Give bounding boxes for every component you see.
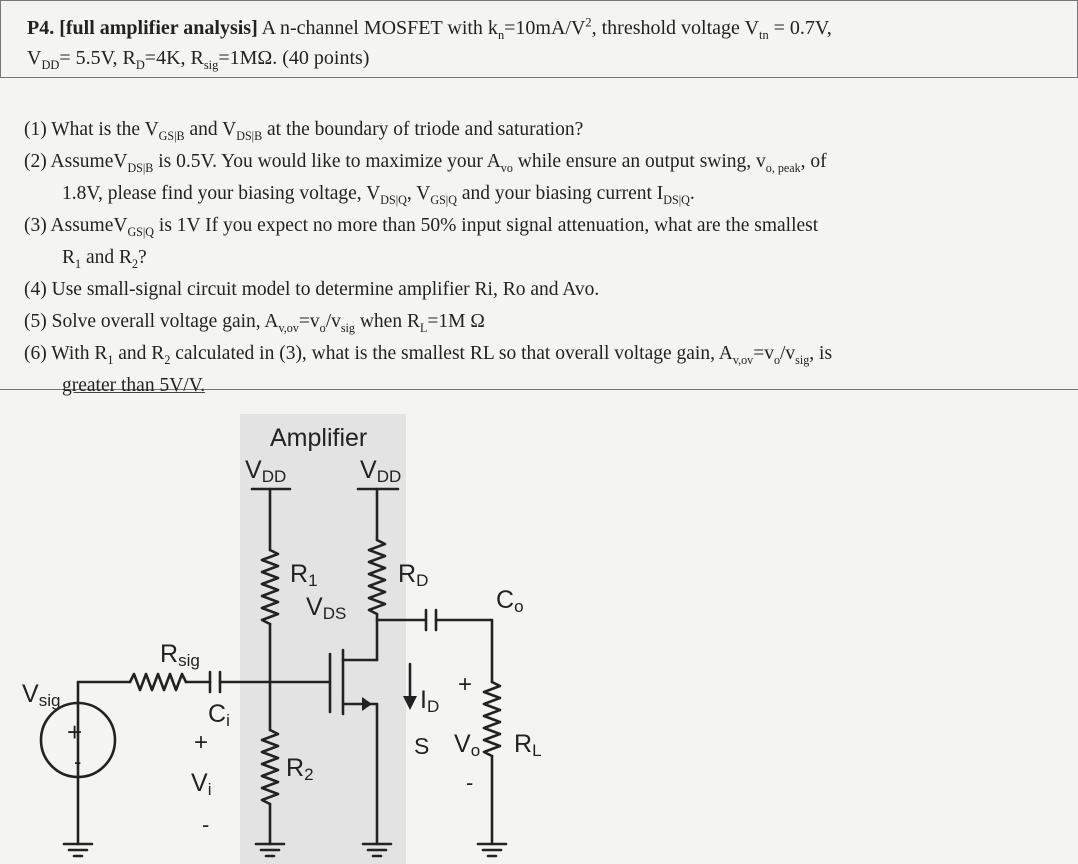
rd-resistor (367, 538, 387, 616)
amplifier-circuit-diagram: Amplifier (22, 414, 542, 864)
ci-label: Ci (208, 700, 230, 730)
question-3-continued: R1 and R2? (62, 247, 147, 271)
id-arrow-icon (403, 696, 417, 710)
rsig-label: Rsig (160, 640, 200, 670)
rl-label: RL (514, 730, 542, 760)
ground-symbols (62, 842, 508, 858)
problem-title: P4. [full amplifier analysis] (27, 17, 258, 39)
vo-plus-sign: + (458, 671, 472, 698)
vsig-label: Vsig (22, 680, 60, 710)
problem-statement: P4. [full amplifier analysis] A n-channe… (0, 0, 1078, 78)
question-6-continued: greater than 5V/V. (62, 375, 206, 396)
problem-line-1: P4. [full amplifier analysis] A n-channe… (27, 15, 832, 42)
vdd-right-label: VDD (360, 456, 401, 486)
rl-resistor (482, 680, 502, 758)
source-label: S (414, 733, 429, 759)
amplifier-label: Amplifier (270, 424, 367, 452)
r1-label: R1 (290, 560, 318, 590)
vi-minus-sign: - (202, 812, 209, 837)
r2-label: R2 (286, 754, 314, 784)
rd-label: RD (398, 560, 428, 590)
rsig-resistor (128, 672, 188, 692)
vsig-minus-sign: - (74, 749, 81, 774)
vo-minus-sign: - (466, 770, 473, 795)
r2-resistor (260, 728, 280, 806)
vo-label: Vo (454, 730, 480, 760)
vi-plus-sign: + (194, 729, 208, 756)
source-arrow-icon (362, 697, 372, 711)
question-4: (4) Use small-signal circuit model to de… (24, 279, 600, 300)
question-6: (6) With R1 and R2 calculated in (3), wh… (24, 343, 833, 367)
question-list: (1) What is the VGS|B and VDS|B at the b… (0, 80, 1078, 396)
question-2-continued: 1.8V, please find your biasing voltage, … (62, 183, 695, 207)
question-5: (5) Solve overall voltage gain, Av,ov=vo… (24, 311, 485, 335)
vdd-left-label: VDD (245, 456, 286, 486)
r1-resistor (260, 548, 280, 626)
vi-label: Vi (191, 769, 211, 799)
co-label: Co (496, 586, 524, 616)
vsig-plus-sign: + (67, 717, 82, 747)
problem-line-2: VDD= 5.5V, RD=4K, Rsig=1MΩ. (40 points) (27, 47, 370, 72)
vds-label: VDS (306, 593, 346, 623)
question-3: (3) AssumeVGS|Q is 1V If you expect no m… (24, 215, 819, 239)
question-1: (1) What is the VGS|B and VDS|B at the b… (24, 119, 584, 143)
question-2: (2) AssumeVDS|B is 0.5V. You would like … (24, 151, 827, 175)
id-label: ID (420, 686, 439, 716)
